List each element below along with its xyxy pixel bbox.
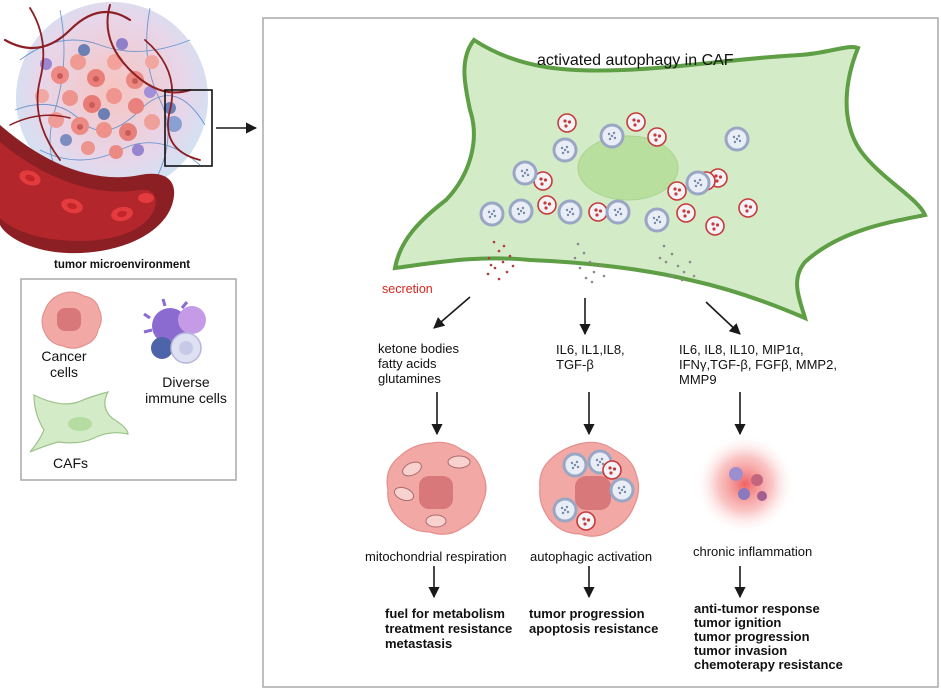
legend-cancer-cells-label: Cancer cells	[41, 348, 87, 380]
legend-cancer-cell-icon	[41, 291, 102, 349]
blood-vessel	[0, 125, 175, 254]
pathway-3-process: chronic inflammation	[693, 544, 813, 559]
arrow-caf-to-inflammatory-factors	[705, 301, 741, 335]
zoom-box	[164, 89, 213, 167]
pathway-2-factors: IL6, IL1,IL8, TGF-β	[556, 342, 625, 372]
cancer-cell-autophagy	[539, 441, 640, 537]
pathway-3-factors: IL6, IL8, IL10, MIP1α, IFNγ,TGF-β, FGFβ,…	[679, 342, 837, 387]
legend-cafs-label: CAFs	[53, 455, 88, 471]
tumor-microenvironment-label: tumor microenvironment	[54, 259, 191, 271]
pathway-1-factors: ketone bodies fatty acids glutamines	[378, 341, 459, 386]
inflammation-glow	[695, 434, 795, 534]
legend-immune-cells-label: Diverse immune cells	[145, 374, 227, 406]
secretion-particles	[486, 240, 696, 284]
secretion-label: secretion	[382, 282, 433, 296]
pathway-1-process: mitochondrial respiration	[365, 549, 507, 564]
caf-nucleus	[577, 135, 679, 201]
red-blood-vessels	[3, 4, 201, 161]
tumor-microenvironment-illustration	[0, 2, 213, 254]
pathway-2-outcomes: tumor progression apoptosis resistance	[529, 606, 659, 636]
pathway-1-outcomes: fuel for metabolism treatment resistance…	[385, 606, 513, 651]
immune-cell-highlight	[166, 116, 182, 132]
legend-immune-cells-icon	[143, 298, 206, 364]
cancer-cell-mitochondria	[386, 441, 487, 535]
arrow-caf-to-metabolites	[433, 296, 471, 329]
pathway-2-process: autophagic activation	[530, 549, 653, 564]
caf-title: activated autophagy in CAF	[537, 52, 734, 69]
caf-cell	[392, 37, 928, 322]
legend-caf-icon	[29, 391, 129, 453]
pathway-3-outcomes: anti-tumor response tumor ignition tumor…	[694, 601, 843, 672]
